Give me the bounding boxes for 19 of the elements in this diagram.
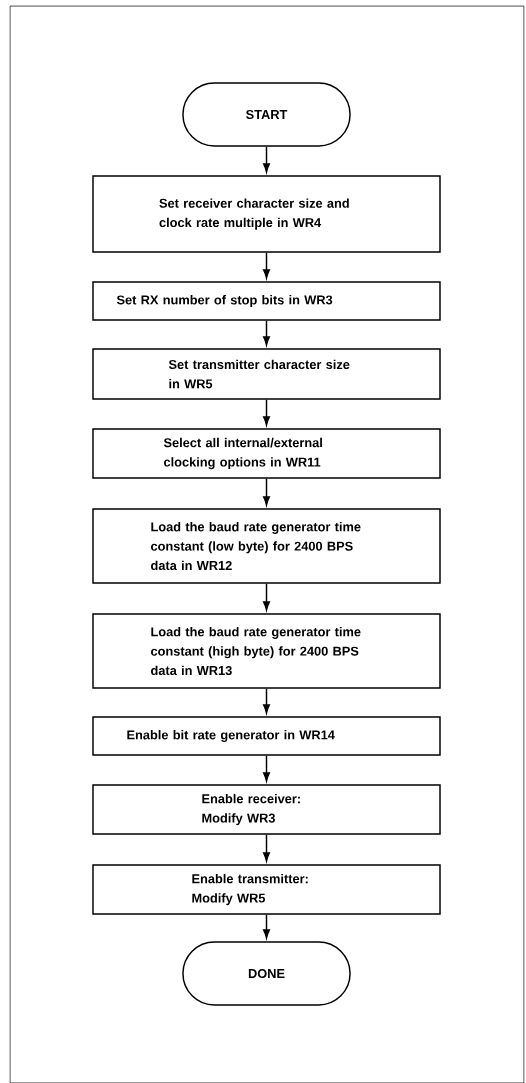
process-box: Enable receiver: Modify WR3 [92, 784, 441, 835]
arrow [262, 755, 271, 782]
arrow [262, 252, 271, 279]
arrow [262, 399, 271, 426]
process-box: Set receiver character size and clock rate multiple in WR4 [92, 175, 441, 253]
arrow [262, 583, 271, 611]
arrow [262, 688, 271, 714]
process-box: Enable bit rate generator in WR14 [92, 716, 441, 756]
arrow [262, 834, 271, 862]
process-box: Select all internal/external clocking options in WR11 [92, 428, 441, 479]
process-box: Set transmitter character size in WR5 [92, 348, 441, 400]
process-box: Enable transmitter: Modify WR5 [92, 864, 441, 915]
process-box: Set RX number of stop bits in WR3 [92, 281, 441, 321]
process-box: Load the baud rate generator time constant (high byte) for 2400 BPS data in WR13 [92, 613, 441, 689]
process-box: Load the baud rate generator time constant (low byte) for 2400 BPS data in WR12 [92, 508, 441, 584]
arrow [262, 320, 271, 346]
arrow [262, 146, 271, 173]
arrow [262, 478, 271, 506]
arrow [262, 914, 271, 939]
